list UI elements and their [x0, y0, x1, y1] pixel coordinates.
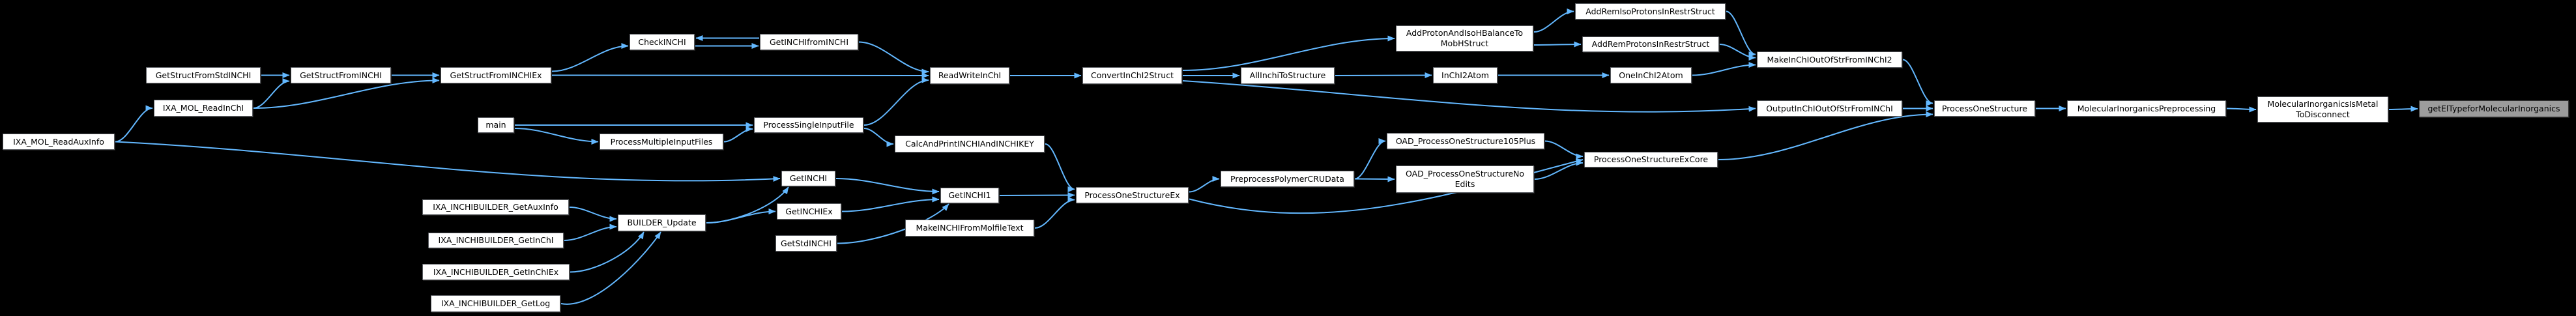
node-GetINCHI[interactable]: GetINCHI: [781, 171, 835, 186]
node-IXA_INCHIBUILDER_GetInChIEx[interactable]: IXA_INCHIBUILDER_GetInChIEx: [422, 264, 570, 280]
node-GetStdINCHI[interactable]: GetStdINCHI: [775, 235, 837, 251]
node-IXA_INCHIBUILDER_GetLog[interactable]: IXA_INCHIBUILDER_GetLog: [431, 295, 560, 312]
edge-AddRemIsoProtonsInRestrStruct-to-MakeInChIOutOfStrFromINChI2: [1726, 10, 1756, 57]
edge-ProcessMultipleInputFiles-to-ProcessSingleInputFile: [723, 126, 753, 143]
edge-GetStructFromINCHIEx-to-CheckINCHI: [551, 43, 629, 72]
node-BUILDER_Update[interactable]: BUILDER_Update: [618, 214, 706, 231]
node-IXA_INCHIBUILDER_GetAuxInfo[interactable]: IXA_INCHIBUILDER_GetAuxInfo: [422, 199, 569, 215]
edge-ProcessSingleInputFile-to-CalcAndPrintINCHIAndINCHIKEY: [863, 128, 894, 147]
edge-ConvertInChI2Struct-to-AddProtonAndIsoHBalanceToMobHStruct: [1182, 35, 1395, 71]
edge-IXA_INCHIBUILDER_GetInChI-to-BUILDER_Update: [564, 223, 617, 241]
edge-IXA_MOL_ReadInChI-to-GetStructFromINCHIEx: [253, 78, 440, 109]
edge-OneInChI2Atom-to-MakeInChIOutOfStrFromINChI2: [1692, 62, 1756, 76]
edge-GetINCHI1-to-ProcessOneStructureEx: [999, 192, 1075, 199]
node-OAD_ProcessOneStructure105Plus[interactable]: OAD_ProcessOneStructure105Plus: [1387, 133, 1544, 149]
node-IXA_MOL_ReadInChI[interactable]: IXA_MOL_ReadInChI: [154, 100, 253, 117]
edge-ConvertInChI2Struct-to-OutputInChIOutOfStrFromINChI: [1182, 80, 1756, 113]
node-ProcessOneStructure[interactable]: ProcessOneStructure: [1934, 100, 2035, 117]
node-GetINCHIfromINCHI[interactable]: GetINCHIfromINCHI: [760, 34, 858, 50]
edge-OAD_ProcessOneStructure105Plus-to-ProcessOneStructureExCore: [1544, 140, 1584, 160]
edge-AddRemProtonsInRestrStruct-to-MakeInChIOutOfStrFromINChI2: [1719, 44, 1756, 61]
node-CheckINCHI[interactable]: CheckINCHI: [630, 34, 695, 50]
edge-MolecularInorganicsPreprocessing-to-MolecularInorganicsIsMetalToDisconnect: [2226, 106, 2257, 113]
edge-GetStdINCHI-to-GetINCHI1: [837, 203, 949, 244]
edge-CalcAndPrintINCHIAndINCHIKEY-to-ProcessOneStructureEx: [1045, 143, 1075, 192]
node-IXA_MOL_ReadAuxInfo[interactable]: IXA_MOL_ReadAuxInfo: [3, 134, 115, 150]
edge-GetINCHIEx-to-GetINCHI1: [841, 196, 940, 212]
node-OneInChI2Atom[interactable]: OneInChI2Atom: [1610, 67, 1692, 83]
node-IXA_INCHIBUILDER_GetInChI[interactable]: IXA_INCHIBUILDER_GetInChI: [428, 233, 564, 248]
edge-PreprocessPolymerCRUData-to-OAD_ProcessOneStructure105Plus: [1354, 138, 1386, 180]
edge-IXA_MOL_ReadAuxInfo-to-IXA_MOL_ReadInChI: [115, 105, 153, 143]
edge-AddProtonAndIsoHBalanceToMobHStruct-to-AddRemIsoProtonsInRestrStruct: [1533, 8, 1574, 33]
node-MolecularInorganicsPreprocessing[interactable]: MolecularInorganicsPreprocessing: [2067, 100, 2226, 117]
node-ConvertInChI2Struct[interactable]: ConvertInChI2Struct: [1082, 67, 1182, 84]
edge-GetINCHI-to-GetINCHI1: [835, 178, 940, 195]
node-GetStructFromStdINCHI[interactable]: GetStructFromStdINCHI: [146, 67, 261, 83]
node-GetStructFromINCHI[interactable]: GetStructFromINCHI: [291, 67, 391, 83]
node-ProcessSingleInputFile[interactable]: ProcessSingleInputFile: [754, 117, 863, 133]
node-MolecularInorganicsIsMetalToDisconnect[interactable]: MolecularInorganicsIsMetal ToDisconnect: [2257, 96, 2388, 122]
node-main[interactable]: main: [478, 117, 514, 133]
edge-GetINCHIfromINCHI-to-ReadWriteInChI: [858, 41, 929, 75]
edge-BUILDER_Update-to-GetINCHIEx: [706, 208, 776, 223]
edge-OAD_ProcessOneStructureNoEdits-to-ProcessOneStructureExCore: [1534, 160, 1584, 180]
node-MakeInChIOutOfStrFromINChI2[interactable]: MakeInChIOutOfStrFromINChI2: [1757, 51, 1902, 68]
node-PreprocessPolymerCRUData[interactable]: PreprocessPolymerCRUData: [1221, 171, 1354, 187]
edge-PreprocessPolymerCRUData-to-OAD_ProcessOneStructureNoEdits: [1354, 176, 1395, 182]
edge-ProcessSingleInputFile-to-ReadWriteInChI: [863, 77, 929, 126]
edge-IXA_MOL_ReadInChI-to-GetStructFromINCHI: [253, 78, 290, 109]
node-AddRemProtonsInRestrStruct[interactable]: AddRemProtonsInRestrStruct: [1582, 36, 1719, 52]
node-OutputInChIOutOfStrFromINChI[interactable]: OutputInChIOutOfStrFromINChI: [1757, 100, 1902, 117]
node-GetStructFromINCHIEx[interactable]: GetStructFromINCHIEx: [441, 67, 551, 83]
node-InChI2Atom[interactable]: InChI2Atom: [1433, 67, 1498, 83]
node-ProcessOneStructureEx[interactable]: ProcessOneStructureEx: [1076, 187, 1189, 203]
node-AddProtonAndIsoHBalanceToMobHStruct[interactable]: AddProtonAndIsoHBalanceTo MobHStruct: [1396, 25, 1533, 51]
node-ReadWriteInChI[interactable]: ReadWriteInChI: [930, 67, 1009, 84]
node-OAD_ProcessOneStructureNoEdits[interactable]: OAD_ProcessOneStructureNo Edits: [1396, 165, 1534, 193]
node-ProcessMultipleInputFiles[interactable]: ProcessMultipleInputFiles: [600, 134, 723, 150]
edge-AddProtonAndIsoHBalanceToMobHStruct-to-AddRemProtonsInRestrStruct: [1533, 41, 1582, 48]
edge-ProcessOneStructureEx-to-PreprocessPolymerCRUData: [1189, 176, 1220, 193]
edge-IXA_INCHIBUILDER_GetLog-to-BUILDER_Update: [560, 231, 661, 305]
edge-ProcessOneStructureExCore-to-ProcessOneStructure: [1718, 111, 1933, 160]
node-getElTypeforMolecularInorganics: getElTypeforMolecularInorganics: [2419, 100, 2569, 117]
node-AllInchiToStructure[interactable]: AllInchiToStructure: [1241, 67, 1335, 84]
node-GetINCHIEx[interactable]: GetINCHIEx: [777, 203, 841, 220]
node-ProcessOneStructureExCore[interactable]: ProcessOneStructureExCore: [1584, 152, 1718, 167]
edge-IXA_INCHIBUILDER_GetAuxInfo-to-BUILDER_Update: [569, 207, 617, 222]
edge-MakeINCHIFromMolfileText-to-ProcessOneStructureEx: [1034, 197, 1075, 229]
node-AddRemIsoProtonsInRestrStruct[interactable]: AddRemIsoProtonsInRestrStruct: [1575, 3, 1726, 20]
node-CalcAndPrintINCHIAndINCHIKEY[interactable]: CalcAndPrintINCHIAndINCHIKEY: [895, 136, 1045, 152]
edge-main-to-ProcessMultipleInputFiles: [514, 128, 599, 145]
node-MakeINCHIFromMolfileText[interactable]: MakeINCHIFromMolfileText: [905, 220, 1034, 237]
node-GetINCHI1[interactable]: GetINCHI1: [940, 188, 999, 203]
edge-MakeInChIOutOfStrFromINChI2-to-ProcessOneStructure: [1902, 59, 1933, 106]
edge-IXA_INCHIBUILDER_GetInChIEx-to-BUILDER_Update: [570, 231, 644, 273]
edge-IXA_MOL_ReadAuxInfo-to-GetINCHI: [115, 141, 781, 182]
edge-group: [115, 8, 2418, 305]
